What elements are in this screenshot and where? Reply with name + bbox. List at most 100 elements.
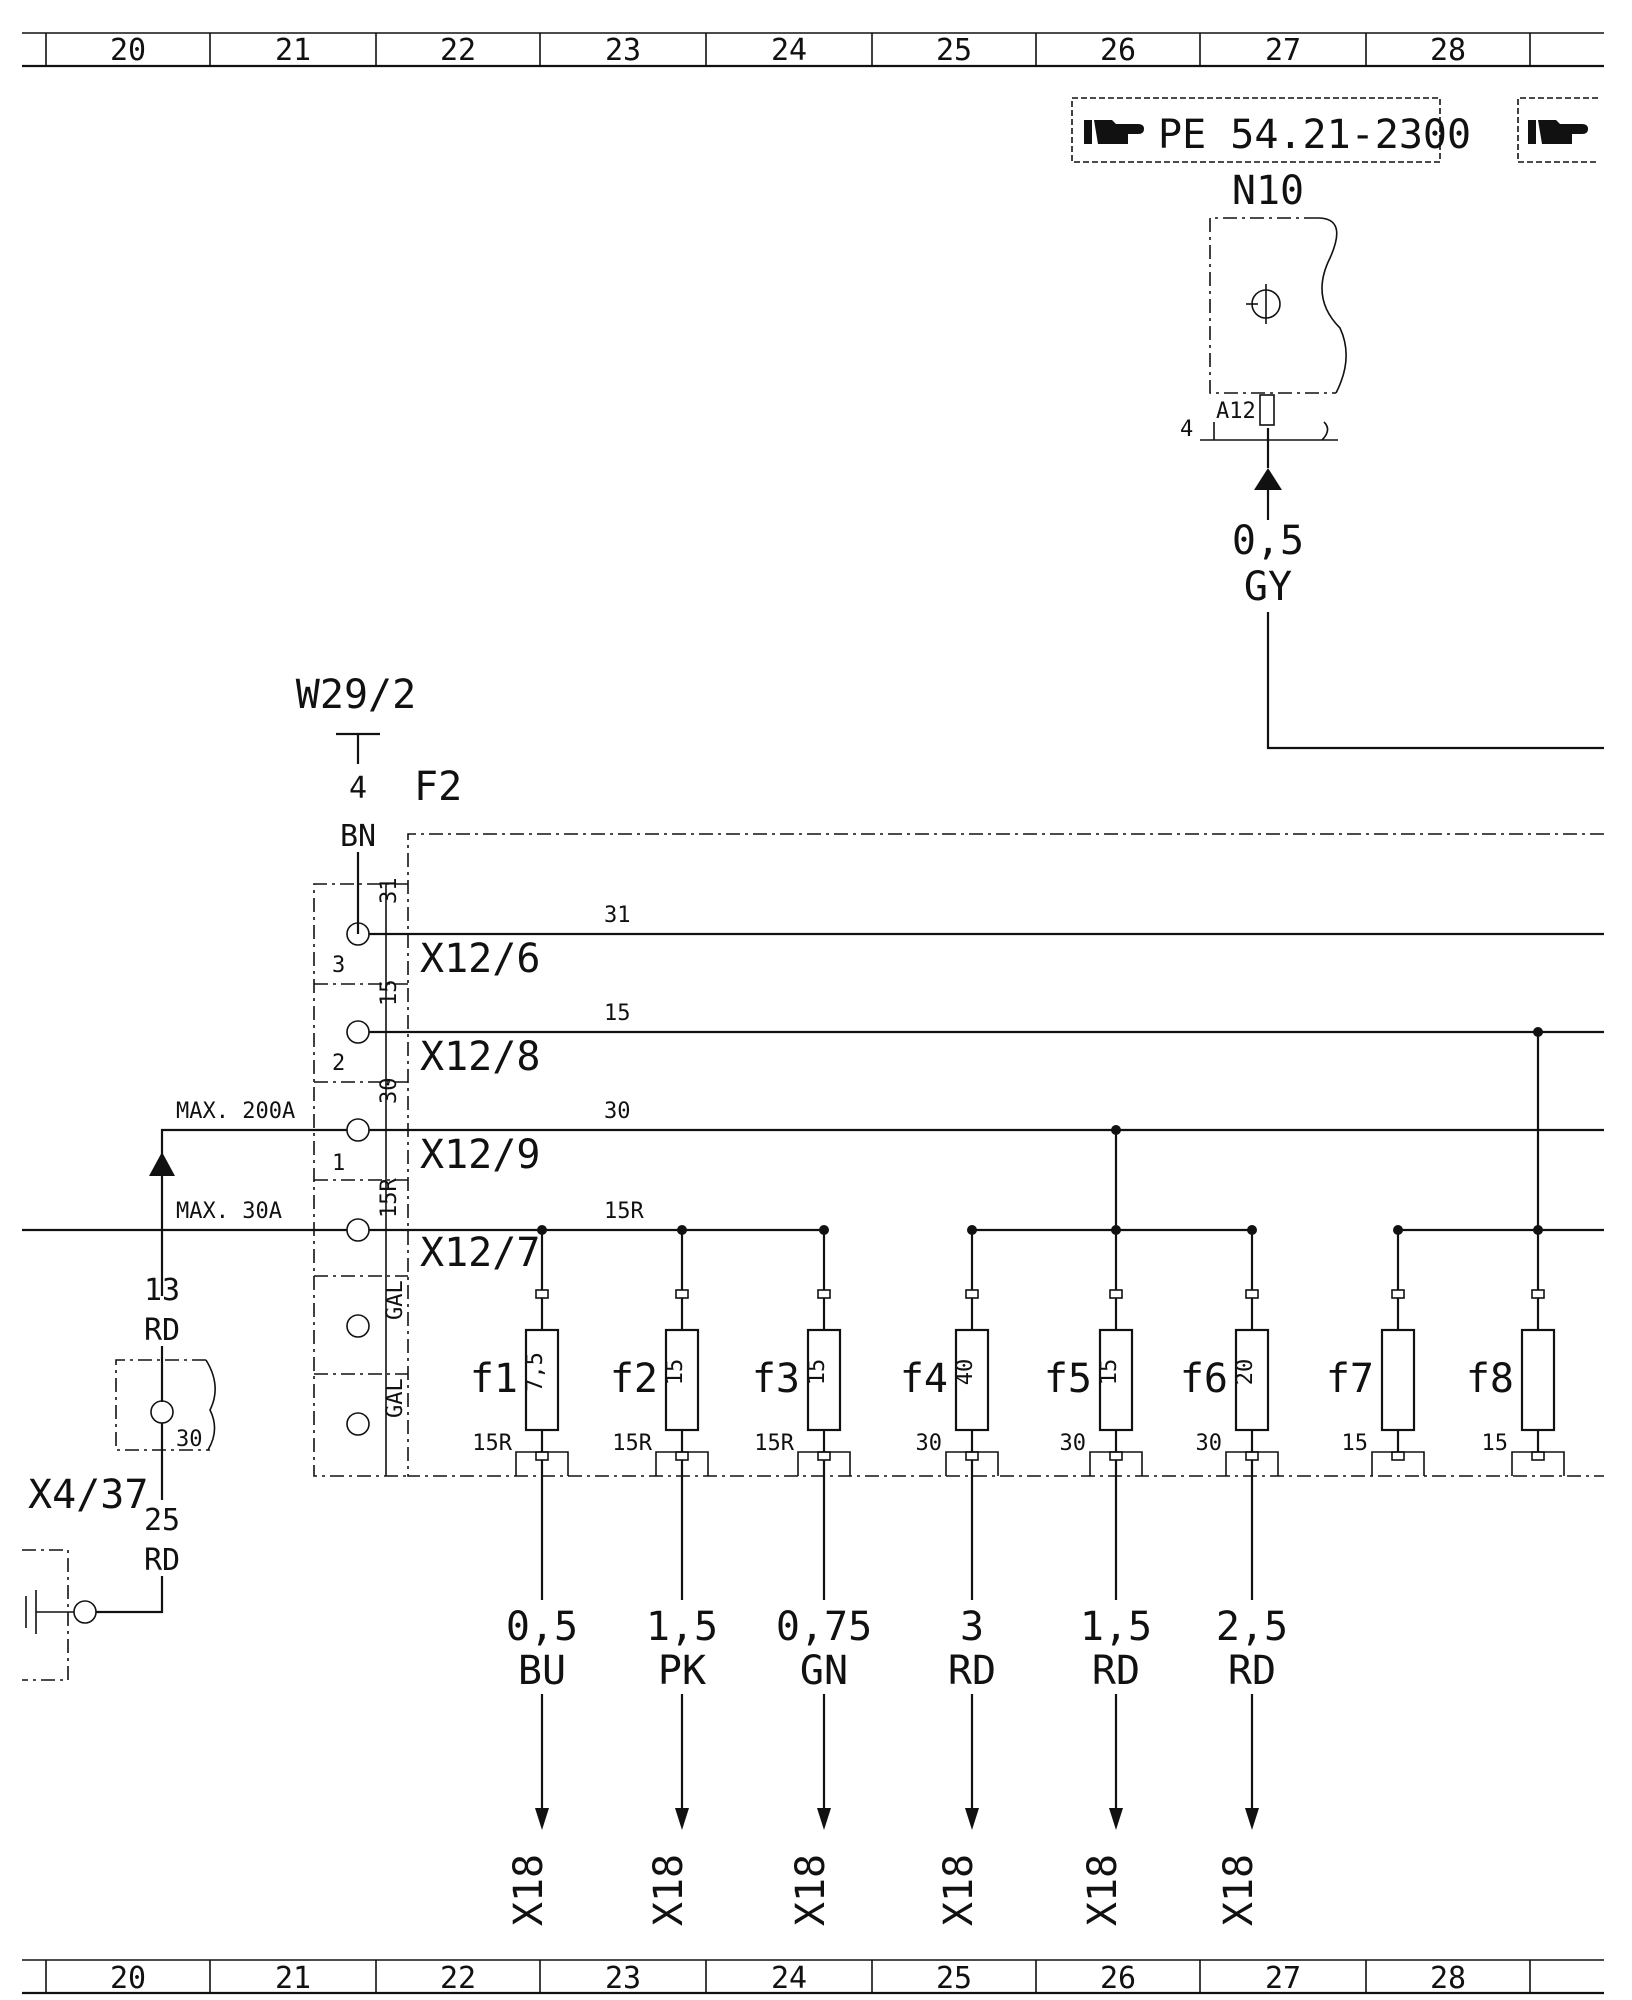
ground-reference-w29: W29/2 4 BN xyxy=(296,672,416,934)
down-arrow-icon xyxy=(965,1808,979,1830)
fuse-circuit-f2: 15R xyxy=(612,1431,652,1456)
down-arrow-icon xyxy=(817,1808,831,1830)
terminal-31: 31 xyxy=(377,878,402,905)
top-col-22: 22 xyxy=(440,33,476,68)
transistor-icon xyxy=(1246,284,1281,324)
top-col-28: 28 xyxy=(1430,33,1466,68)
fuse-circuit-f3: 15R xyxy=(754,1431,794,1456)
fuse-circuit-f5: 30 xyxy=(1060,1431,1087,1456)
fuse-wire-color-f2: PK xyxy=(658,1648,706,1694)
down-arrow-icon xyxy=(535,1808,549,1830)
reference-box-primary[interactable]: PE 54.21-2300 xyxy=(1071,97,1471,163)
bus-rail-31: 31 X12/6 31 xyxy=(346,878,1604,982)
reference-box-secondary[interactable] xyxy=(1517,97,1598,163)
connector-x12-9: X12/9 xyxy=(420,1132,540,1178)
bottom-col-21: 21 xyxy=(275,1961,311,1996)
fuse-dest-f3: X18 xyxy=(788,1854,834,1926)
battery-wire-color-lower: RD xyxy=(144,1543,180,1578)
bus-junctions xyxy=(537,1027,1543,1235)
top-col-26: 26 xyxy=(1100,33,1136,68)
fuse-rating-f3: 15 xyxy=(805,1359,830,1386)
fuse-dest-f4: X18 xyxy=(936,1854,982,1926)
bottom-grid-ruler: 20 21 22 23 24 25 26 27 28 xyxy=(22,1959,1604,1996)
fuse-wire-color-f6: RD xyxy=(1228,1648,1276,1694)
fuse-wire-size-f1: 0,5 xyxy=(506,1604,578,1650)
fuse-rating-f4: 40 xyxy=(953,1359,978,1386)
fuse-wire-size-f5: 1,5 xyxy=(1080,1604,1152,1650)
w29-label: W29/2 xyxy=(296,672,416,718)
n10-connector-label: A12 xyxy=(1216,399,1256,424)
bottom-col-24: 24 xyxy=(771,1961,807,1996)
box-pin-1: 1 xyxy=(332,1151,345,1176)
box-pin-3: 3 xyxy=(332,953,345,978)
pointing-hand-icon xyxy=(1528,120,1588,144)
pointing-hand-icon xyxy=(1084,120,1144,144)
bottom-col-27: 27 xyxy=(1265,1961,1301,1996)
battery-connector-label: X4/37 xyxy=(28,1472,148,1518)
battery-wire-size-upper: 13 xyxy=(144,1273,180,1308)
terminal-30: 30 xyxy=(377,1078,402,1105)
fuse-name-f3: f3 xyxy=(752,1356,800,1402)
top-grid-ruler: 20 21 22 23 24 25 26 27 28 xyxy=(22,32,1604,68)
terminal-15: 15 xyxy=(377,980,402,1007)
n10-wire-size: 0,5 xyxy=(1232,518,1304,564)
n10-pin-label: 4 xyxy=(1180,417,1193,442)
connector-x12-8: X12/8 xyxy=(420,1034,540,1080)
n10-wire-color: GY xyxy=(1244,564,1292,610)
max-200a-label: MAX. 200A xyxy=(176,1099,295,1124)
bottom-col-22: 22 xyxy=(440,1961,476,1996)
fuse-wire-color-f4: RD xyxy=(948,1648,996,1694)
battery-wire-size-lower: 25 xyxy=(144,1503,180,1538)
fuse-wire-color-f3: GN xyxy=(800,1648,848,1694)
battery-terminal-label: 30 xyxy=(176,1427,203,1452)
n10-label: N10 xyxy=(1232,168,1304,214)
fuse-rating-f2: 15 xyxy=(663,1359,688,1386)
max-30a-label: MAX. 30A xyxy=(176,1199,282,1224)
fuse-circuit-f8: 15 xyxy=(1482,1431,1509,1456)
feed-arrow-icon xyxy=(149,1152,175,1176)
fuse-dest-f1: X18 xyxy=(506,1854,552,1926)
reference-text: PE 54.21-2300 xyxy=(1158,112,1471,158)
battery-wire-color-upper: RD xyxy=(144,1313,180,1348)
connector-x12-7: X12/7 xyxy=(420,1230,540,1276)
fuse-wire-size-f6: 2,5 xyxy=(1216,1604,1288,1650)
fuse-wire-size-f4: 3 xyxy=(960,1604,984,1650)
box-pin-2: 2 xyxy=(332,1051,345,1076)
fuse-box-label: F2 xyxy=(414,764,462,810)
top-col-21: 21 xyxy=(275,33,311,68)
top-col-20: 20 xyxy=(110,33,146,68)
w29-wire-color: BN xyxy=(340,819,376,854)
fuse-box-f2: F2 3 2 1 xyxy=(313,764,1604,1477)
rail-label-31: 31 xyxy=(604,903,631,928)
fuse-dest-f5: X18 xyxy=(1080,1854,1126,1926)
rail-label-15r: 15R xyxy=(604,1199,644,1224)
fuse-name-f5: f5 xyxy=(1044,1356,1092,1402)
gal-terminals: GAL GAL xyxy=(346,1280,408,1436)
bus-rail-15: 15 X12/8 15 xyxy=(346,980,1604,1080)
top-col-23: 23 xyxy=(605,33,641,68)
fuse-name-f7: f7 xyxy=(1326,1356,1374,1402)
gal-terminal-upper: GAL xyxy=(383,1280,408,1320)
gal-terminal-lower: GAL xyxy=(383,1378,408,1418)
fuse-rating-f1: 7,5 xyxy=(523,1352,548,1392)
bottom-col-25: 25 xyxy=(936,1961,972,1996)
fuse-name-f2: f2 xyxy=(610,1356,658,1402)
battery-feed: MAX. 200A MAX. 30A 13 RD 30 X4/37 25 RD xyxy=(22,1099,347,1681)
fuse-wire-color-f5: RD xyxy=(1092,1648,1140,1694)
fuse-name-f4: f4 xyxy=(900,1356,948,1402)
fuse-circuit-f6: 30 xyxy=(1196,1431,1223,1456)
fuse-wire-size-f2: 1,5 xyxy=(646,1604,718,1650)
top-col-27: 27 xyxy=(1265,33,1301,68)
bottom-col-23: 23 xyxy=(605,1961,641,1996)
w29-wire-size: 4 xyxy=(349,771,367,806)
down-arrow-icon xyxy=(675,1808,689,1830)
fuse-circuit-f1: 15R xyxy=(472,1431,512,1456)
